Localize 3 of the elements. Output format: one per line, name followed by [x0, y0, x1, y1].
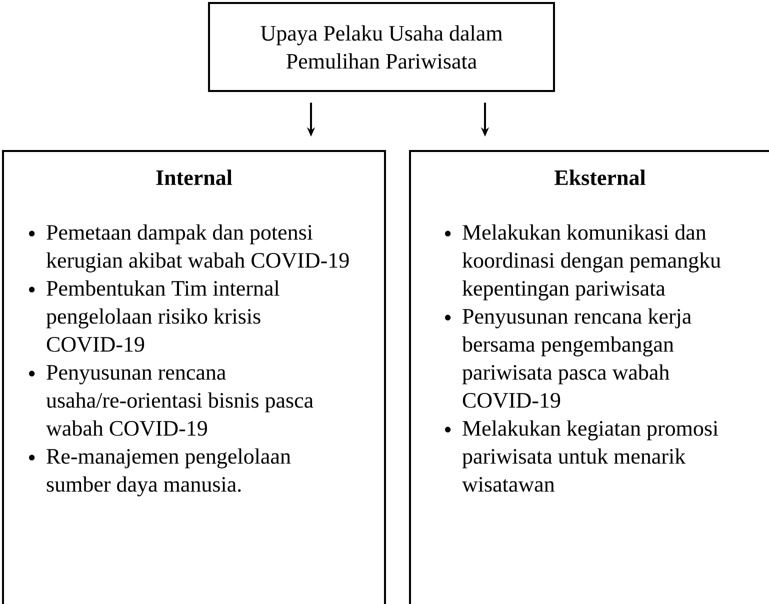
title-box: Upaya Pelaku Usaha dalam Pemulihan Pariwisata — [208, 2, 555, 92]
category-box: Eksternal Melakukan komunikasi dan koordinasi dengan pemangku kepentingan pariwisata Penyusunan rencana kerja bersama pengembangan pariwisata pasca wabah COVID-19 Melakukan kegiatan promosi pariwisata untuk menarik wisatawan — [409, 150, 769, 604]
category-box: Internal Pemetaan dampak dan potensi kerugian akibat wabah COVID-19 Pembentukan Tim internal pengelolaan risiko krisis COVID-19 Penyusunan rencana usaha/re-orientasi bisnis pasca wabah COVID-19 Re-manajemen pengelolaan sumber daya manusia. — [2, 150, 386, 604]
